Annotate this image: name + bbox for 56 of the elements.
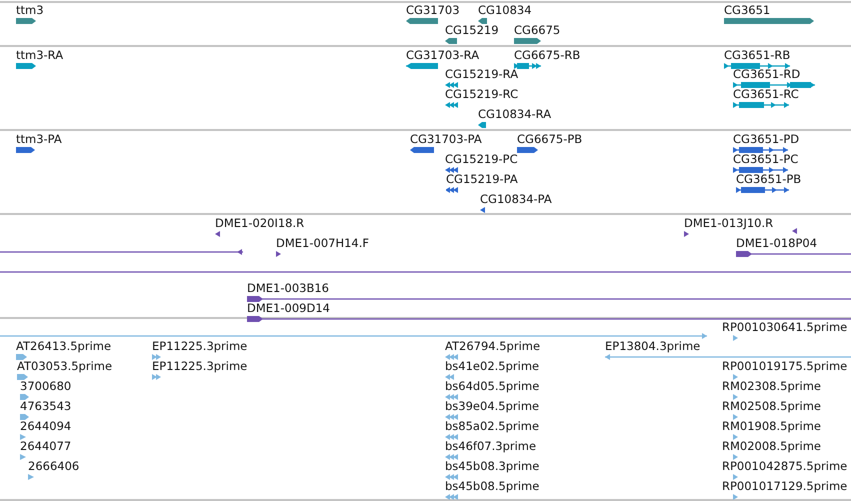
feature-label: DME1-007H14.F bbox=[276, 236, 370, 250]
feature-label: CG3651-PD bbox=[733, 132, 800, 146]
feature-label: 3700680 bbox=[20, 379, 72, 393]
feature-label: CG3651-PC bbox=[733, 152, 798, 166]
feature-label: EP11225.3prime bbox=[152, 359, 248, 373]
feature-label: CG15219-PC bbox=[445, 152, 518, 166]
feature-label: CG6675 bbox=[514, 23, 560, 37]
feature-label: ttm3-PA bbox=[16, 132, 62, 146]
feature-label: CG3651 bbox=[724, 3, 770, 17]
feature-label: DME1-009D14 bbox=[247, 301, 330, 315]
feature-label: DME1-020I18.R bbox=[215, 216, 304, 230]
feature-label: bs41e02.5prime bbox=[445, 359, 540, 373]
feature-label: CG3651-PB bbox=[736, 172, 802, 186]
feature-label: CG3651-RB bbox=[724, 48, 790, 62]
feature-label: RP001019175.5prime bbox=[722, 359, 848, 373]
feature-label: bs45b08.5prime bbox=[445, 479, 540, 493]
feature-label: DME1-003B16 bbox=[247, 281, 329, 295]
feature-label: bs45b08.3prime bbox=[445, 459, 540, 473]
feature-label: bs85a02.5prime bbox=[445, 419, 540, 433]
feature-label: RM02308.5prime bbox=[722, 379, 821, 393]
feature-label: CG10834-PA bbox=[480, 192, 552, 206]
feature-label: 2644094 bbox=[20, 419, 72, 433]
feature-label: EP13804.3prime bbox=[605, 339, 700, 353]
feature-label: 2644077 bbox=[20, 439, 72, 453]
feature-label: ttm3-RA bbox=[16, 48, 64, 62]
feature-label: CG10834 bbox=[478, 3, 532, 17]
feature-label: CG6675-RB bbox=[514, 48, 580, 62]
feature-label: CG3651-RC bbox=[733, 87, 799, 101]
feature-label: AT26794.5prime bbox=[445, 339, 540, 353]
feature-label: DME1-018P04 bbox=[736, 236, 818, 250]
feature-label: RP001017129.5prime bbox=[722, 479, 848, 493]
feature-label: bs64d05.5prime bbox=[445, 379, 540, 393]
feature-label: CG15219 bbox=[445, 23, 499, 37]
feature-label: AT26413.5prime bbox=[16, 339, 112, 353]
feature-label: CG15219-RC bbox=[445, 87, 518, 101]
feature-label: ttm3 bbox=[16, 3, 44, 17]
feature-label: CG15219-RA bbox=[445, 67, 518, 81]
feature-label: RM02508.5prime bbox=[722, 399, 821, 413]
feature-label: CG31703-RA bbox=[406, 48, 480, 62]
feature-label: RP001030641.5prime bbox=[722, 320, 848, 334]
feature-label: RM02008.5prime bbox=[722, 439, 821, 453]
feature-label: 2666406 bbox=[28, 459, 80, 473]
feature-label: bs39e04.5prime bbox=[445, 399, 540, 413]
feature-label: AT03053.5prime bbox=[17, 359, 112, 373]
feature-label: bs46f07.3prime bbox=[445, 439, 536, 453]
feature-label: CG31703 bbox=[406, 3, 460, 17]
feature-label: RM01908.5prime bbox=[722, 419, 821, 433]
feature-label: CG10834-RA bbox=[478, 107, 552, 121]
feature-label: RP001042875.5prime bbox=[722, 459, 848, 473]
feature-label: 4763543 bbox=[20, 399, 72, 413]
feature-label: CG3651-RD bbox=[733, 67, 800, 81]
feature-label: CG15219-PA bbox=[446, 172, 518, 186]
feature-label: CG31703-PA bbox=[410, 132, 482, 146]
feature-label: EP11225.3prime bbox=[152, 339, 248, 353]
feature-label: CG6675-PB bbox=[517, 132, 582, 146]
feature-label: DME1-013J10.R bbox=[684, 216, 774, 230]
